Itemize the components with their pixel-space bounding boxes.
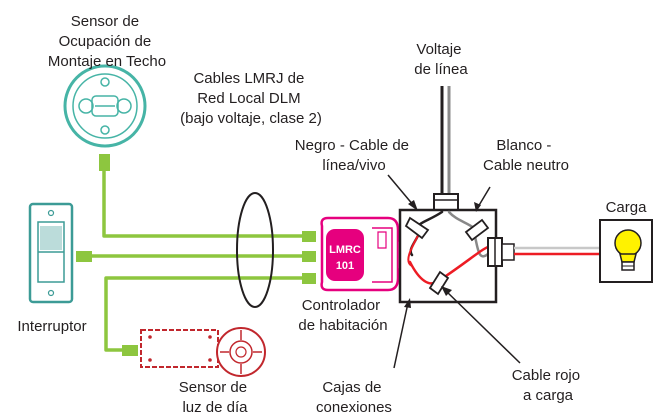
arrow-heads <box>404 200 481 308</box>
white-wire-label: Blanco - Cable neutro <box>483 137 569 174</box>
daylight-sensor <box>122 327 266 377</box>
room-controller-label: Controlador de habitación <box>298 297 387 334</box>
lmrj-cables-label: Cables LMRJ de Red Local DLM (bajo volta… <box>180 70 322 127</box>
line-voltage-conduit <box>433 86 459 213</box>
red-wire-label: Cable rojo a carga <box>512 367 585 404</box>
wall-switch <box>28 202 92 304</box>
daylight-sensor-label: Sensor de luz de día <box>179 379 252 416</box>
line-voltage-label: Voltaje de línea <box>414 41 468 78</box>
black-wire-label: Negro - Cable de línea/vivo <box>295 137 413 174</box>
load-label: Carga <box>606 199 648 216</box>
load-conduit <box>487 237 600 267</box>
load-lamp <box>599 219 653 283</box>
switch-label: Interruptor <box>17 318 86 335</box>
controller-model-line2: 101 <box>336 260 354 272</box>
lmrj-connectors <box>302 231 316 284</box>
ceiling-occupancy-sensor <box>63 64 147 171</box>
junction-boxes-label: Cajas de conexiones <box>316 379 392 416</box>
room-controller <box>320 216 413 292</box>
controller-model-line1: LMRC <box>329 244 361 256</box>
wire-nuts <box>404 216 490 296</box>
cable-group-ellipse <box>236 192 274 308</box>
leader-arrows <box>387 174 521 369</box>
ceiling-sensor-label: Sensor de Ocupación de Montaje en Techo <box>48 13 166 70</box>
